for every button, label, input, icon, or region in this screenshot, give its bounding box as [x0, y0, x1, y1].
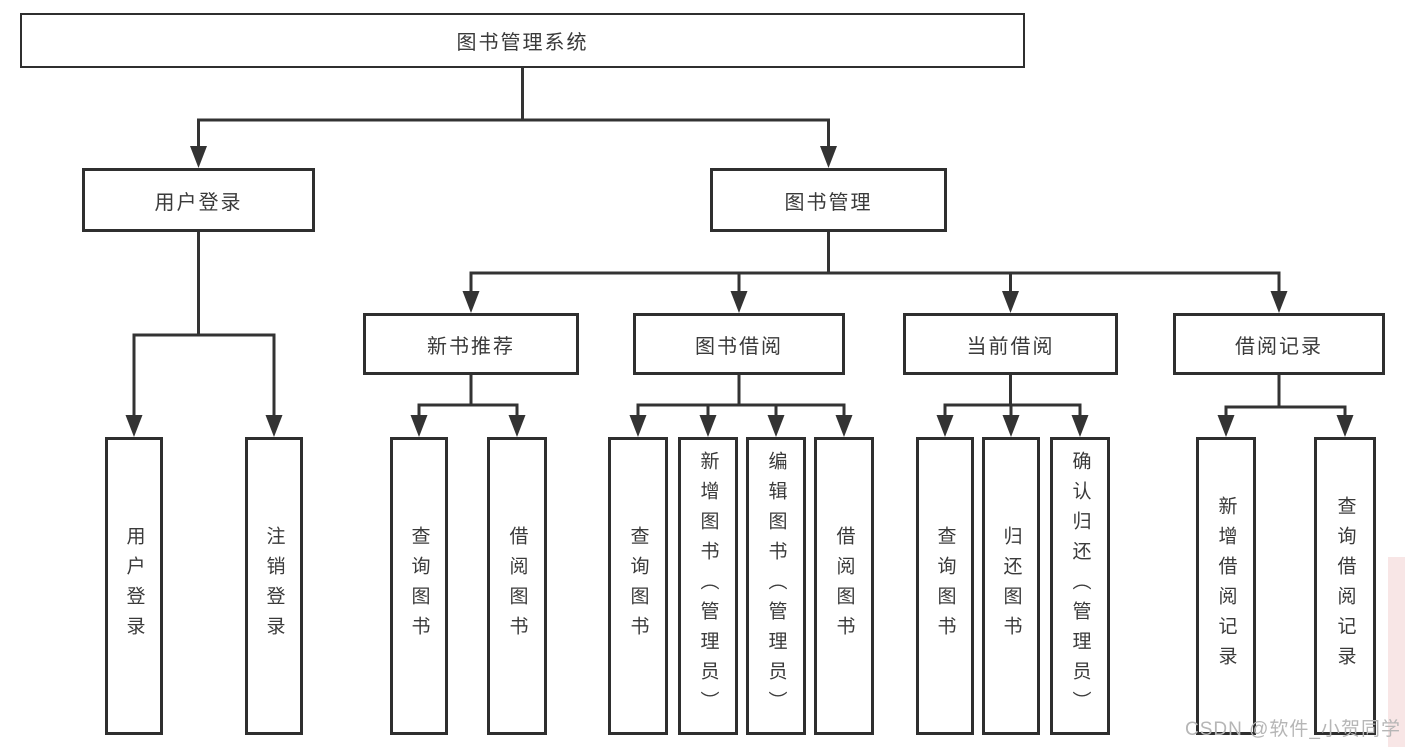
- leaf-query-books-recommend: 查询图书: [390, 437, 448, 735]
- leaf-add-borrow-record-label: 新增借阅记录: [1215, 496, 1237, 676]
- leaf-query-books-recommend-label: 查询图书: [408, 526, 430, 646]
- node-current-borrow-label: 当前借阅: [966, 335, 1055, 358]
- leaf-query-books-current-label: 查询图书: [934, 526, 956, 646]
- watermark-strip: [1388, 557, 1405, 747]
- leaf-query-borrow-record: 查询借阅记录: [1314, 437, 1376, 735]
- leaf-logout: 注销登录: [245, 437, 303, 735]
- node-borrow-records-label: 借阅记录: [1235, 335, 1323, 358]
- leaf-add-borrow-record: 新增借阅记录: [1196, 437, 1256, 735]
- leaf-return-books: 归还图书: [982, 437, 1040, 735]
- node-borrow-records: 借阅记录: [1173, 313, 1385, 375]
- leaf-confirm-return-admin: 确认归还（管理员）: [1050, 437, 1110, 735]
- leaf-return-books-label: 归还图书: [1000, 526, 1022, 646]
- node-book-borrow: 图书借阅: [633, 313, 845, 375]
- watermark-text: CSDN @软件_小贺同学: [1185, 719, 1401, 740]
- node-book-borrow-label: 图书借阅: [695, 335, 783, 358]
- leaf-user-login-label: 用户登录: [123, 526, 145, 646]
- node-library-system: 图书管理系统: [20, 13, 1025, 68]
- leaf-query-books-borrow: 查询图书: [608, 437, 668, 735]
- leaf-confirm-return-admin-label: 确认归还（管理员）: [1069, 451, 1091, 721]
- leaf-query-borrow-record-label: 查询借阅记录: [1334, 496, 1356, 676]
- node-book-management: 图书管理: [710, 168, 947, 232]
- node-current-borrow: 当前借阅: [903, 313, 1118, 375]
- node-library-system-label: 图书管理系统: [456, 32, 589, 54]
- leaf-borrow-books-label: 借阅图书: [833, 526, 855, 646]
- leaf-query-books-borrow-label: 查询图书: [627, 526, 649, 646]
- node-book-management-label: 图书管理: [784, 191, 873, 214]
- leaf-logout-label: 注销登录: [263, 526, 285, 646]
- node-new-book-recommend: 新书推荐: [363, 313, 579, 375]
- leaf-borrow-books-recommend: 借阅图书: [487, 437, 547, 735]
- node-new-book-recommend-label: 新书推荐: [427, 335, 515, 358]
- leaf-add-books-admin: 新增图书（管理员）: [678, 437, 738, 735]
- leaf-borrow-books: 借阅图书: [814, 437, 874, 735]
- node-user-login: 用户登录: [82, 168, 315, 232]
- node-user-login-label: 用户登录: [154, 191, 243, 214]
- leaf-user-login: 用户登录: [105, 437, 163, 735]
- leaf-edit-books-admin-label: 编辑图书（管理员）: [765, 451, 787, 721]
- leaf-add-books-admin-label: 新增图书（管理员）: [697, 451, 719, 721]
- leaf-edit-books-admin: 编辑图书（管理员）: [746, 437, 806, 735]
- leaf-query-books-current: 查询图书: [916, 437, 974, 735]
- leaf-borrow-books-recommend-label: 借阅图书: [506, 526, 528, 646]
